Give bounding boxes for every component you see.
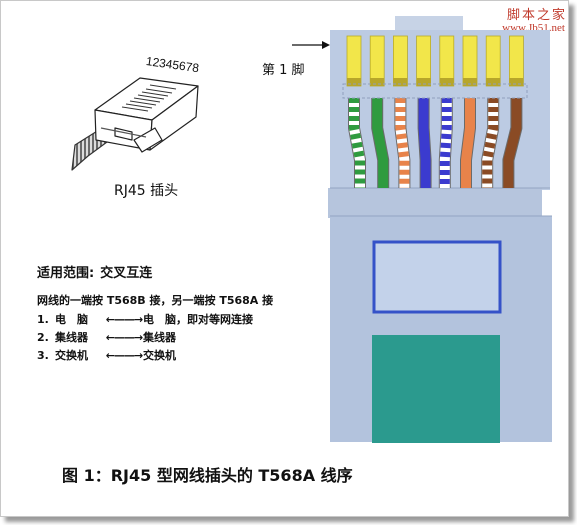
plug-title: RJ45 插头 [114,183,179,199]
wire-pin-1 [348,98,366,188]
usage-title: 适用范围: [37,266,95,281]
item-number: 2. [37,331,49,344]
pin-contact-band [370,78,385,86]
item-device-a: 交换机 [55,349,88,362]
list-item: 3.交换机←——→交换机 [37,347,253,365]
rj45-connector [328,16,552,443]
wire-pin-3 [394,98,411,188]
connector-top-tab [395,16,463,33]
pin-contact-band [509,78,524,86]
item-device-b: 集线器 [143,331,176,344]
item-number: 1. [37,313,49,326]
wire-pin-5 [438,98,453,188]
pin-contact-band [463,78,477,86]
pin1-pointer [292,41,330,49]
wiring-description: 网线的一端按 T568B 接，另一端按 T568A 接 [37,294,274,307]
pin1-label: 第 1 脚 [262,63,305,78]
item-device-b: 交换机 [143,349,176,362]
double-arrow-icon: ←——→ [105,331,143,344]
connector-latch-window [372,240,502,314]
cable-jacket [372,335,500,443]
figure-caption: 图 1：RJ45 型网线插头的 T568A 线序 [62,466,353,485]
watermark-site-name: 脚本之家 [506,8,567,23]
pin-contact-band [486,78,501,86]
wire-pin-7 [481,98,500,188]
list-item: 2.集线器←——→集线器 [37,329,253,347]
wire-pin-4 [417,98,432,188]
connector-wires [346,35,524,188]
item-device-b: 电 脑，即对等网连接 [143,313,253,326]
pin-contact-band [347,78,361,86]
connection-list: 1.电 脑←——→电 脑，即对等网连接 2.集线器←——→集线器 3.交换机←—… [37,311,253,365]
pin-contact-band [416,78,431,86]
wire-pin-2 [371,98,390,188]
list-item: 1. 电 脑 ←——→电 脑，即对等网连接 [37,311,253,329]
item-device-a: 集线器 [55,331,88,344]
item-device-a: 电 脑 [55,313,88,326]
wire-pin-6 [460,98,476,188]
rj45-plug-sketch [71,77,199,171]
connector-collar [328,188,542,218]
pin-contact-band [393,78,408,86]
contact-strip [342,83,528,99]
item-number: 3. [37,349,49,362]
pin-contact-band [439,78,454,86]
usage-value: 交叉互连 [100,266,153,281]
double-arrow-icon: ←——→ [105,313,143,326]
usage-heading: 适用范围: 交叉互连 [37,262,152,281]
double-arrow-icon: ←——→ [105,349,143,362]
wire-pin-8 [502,98,523,188]
